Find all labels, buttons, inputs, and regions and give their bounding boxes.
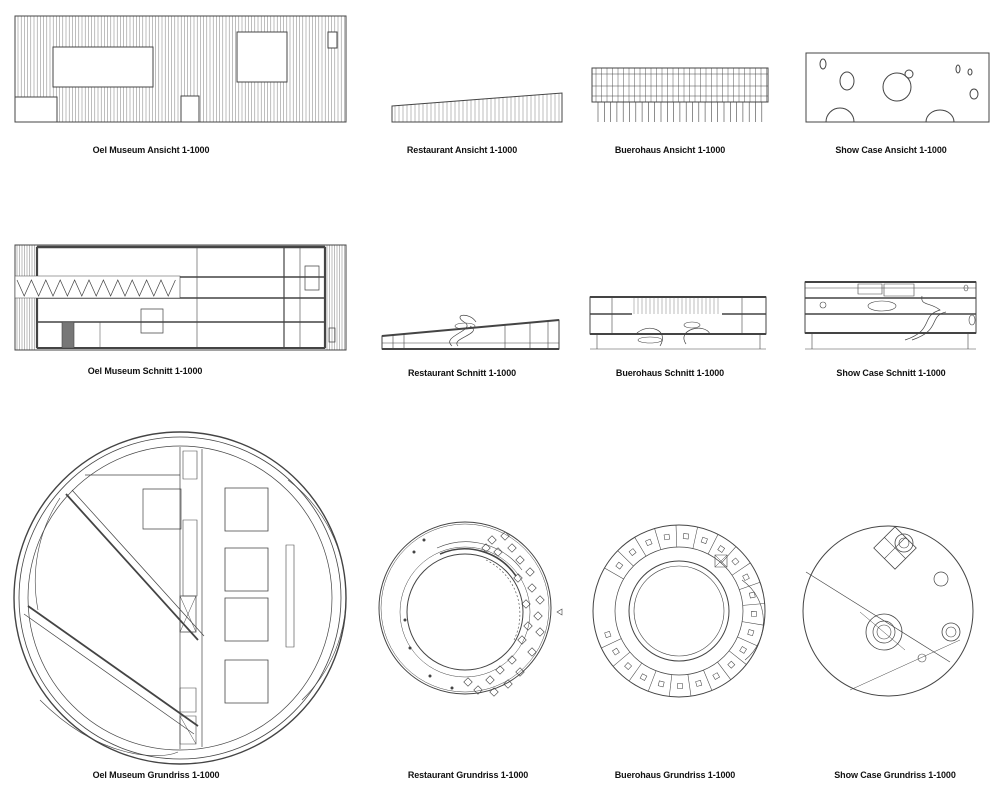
buero-ansicht-pilotis [598, 102, 762, 122]
oel-museum-ansicht [15, 16, 346, 122]
buero-grundriss-outer [593, 525, 765, 697]
oel-ansicht-door-center [181, 96, 199, 122]
rest-grundriss-outer [379, 522, 551, 694]
oel-ansicht-door-left [15, 97, 57, 122]
restaurant-schnitt [382, 315, 559, 349]
show-case-grundriss [803, 526, 973, 696]
restaurant-ansicht [392, 93, 562, 122]
caption-show-case-grundriss: Show Case Grundriss 1-1000 [834, 770, 956, 780]
caption-restaurant-grundriss: Restaurant Grundriss 1-1000 [407, 770, 529, 780]
restaurant-grundriss [379, 522, 562, 696]
buerohaus-ansicht [592, 68, 768, 122]
rest-ansicht-cladding-lines [395, 93, 559, 122]
show-grundriss-outer [803, 526, 973, 696]
oel-museum-grundriss [14, 432, 346, 764]
buerohaus-grundriss [593, 525, 765, 697]
caption-show-case-schnitt: Show Case Schnitt 1-1000 [836, 368, 946, 378]
caption-buerohaus-ansicht: Buerohaus Ansicht 1-1000 [614, 145, 726, 155]
caption-oel-grundriss: Oel Museum Grundriss 1-1000 [92, 770, 220, 780]
caption-oel-ansicht: Oel Museum Ansicht 1-1000 [92, 145, 210, 155]
buero-ansicht-mullions [596, 68, 767, 102]
show-case-schnitt [805, 282, 976, 349]
show-case-ansicht [806, 53, 989, 122]
caption-buerohaus-grundriss: Buerohaus Grundriss 1-1000 [614, 770, 736, 780]
rest-grundriss-seating [404, 532, 544, 696]
oel-ansicht-window-right [237, 32, 287, 82]
buerohaus-schnitt [590, 297, 766, 349]
caption-buerohaus-schnitt: Buerohaus Schnitt 1-1000 [615, 368, 725, 378]
oel-ansicht-window-small [328, 32, 337, 48]
caption-show-case-ansicht: Show Case Ansicht 1-1000 [835, 145, 947, 155]
caption-oel-schnitt: Oel Museum Schnitt 1-1000 [87, 366, 203, 376]
buero-ansicht-outline [592, 68, 768, 102]
rest-grundriss-core [407, 554, 523, 670]
buero-grundriss-office-cells [601, 525, 764, 696]
oel-schnitt-truss [17, 280, 175, 296]
rest-ansicht-outline [392, 93, 562, 122]
oel-ansicht-window-left [53, 47, 153, 87]
show-schnitt-outline [805, 282, 976, 333]
caption-restaurant-schnitt: Restaurant Schnitt 1-1000 [407, 368, 517, 378]
caption-restaurant-ansicht: Restaurant Ansicht 1-1000 [406, 145, 518, 155]
show-ansicht-outline [806, 53, 989, 122]
oel-museum-schnitt [15, 245, 346, 350]
